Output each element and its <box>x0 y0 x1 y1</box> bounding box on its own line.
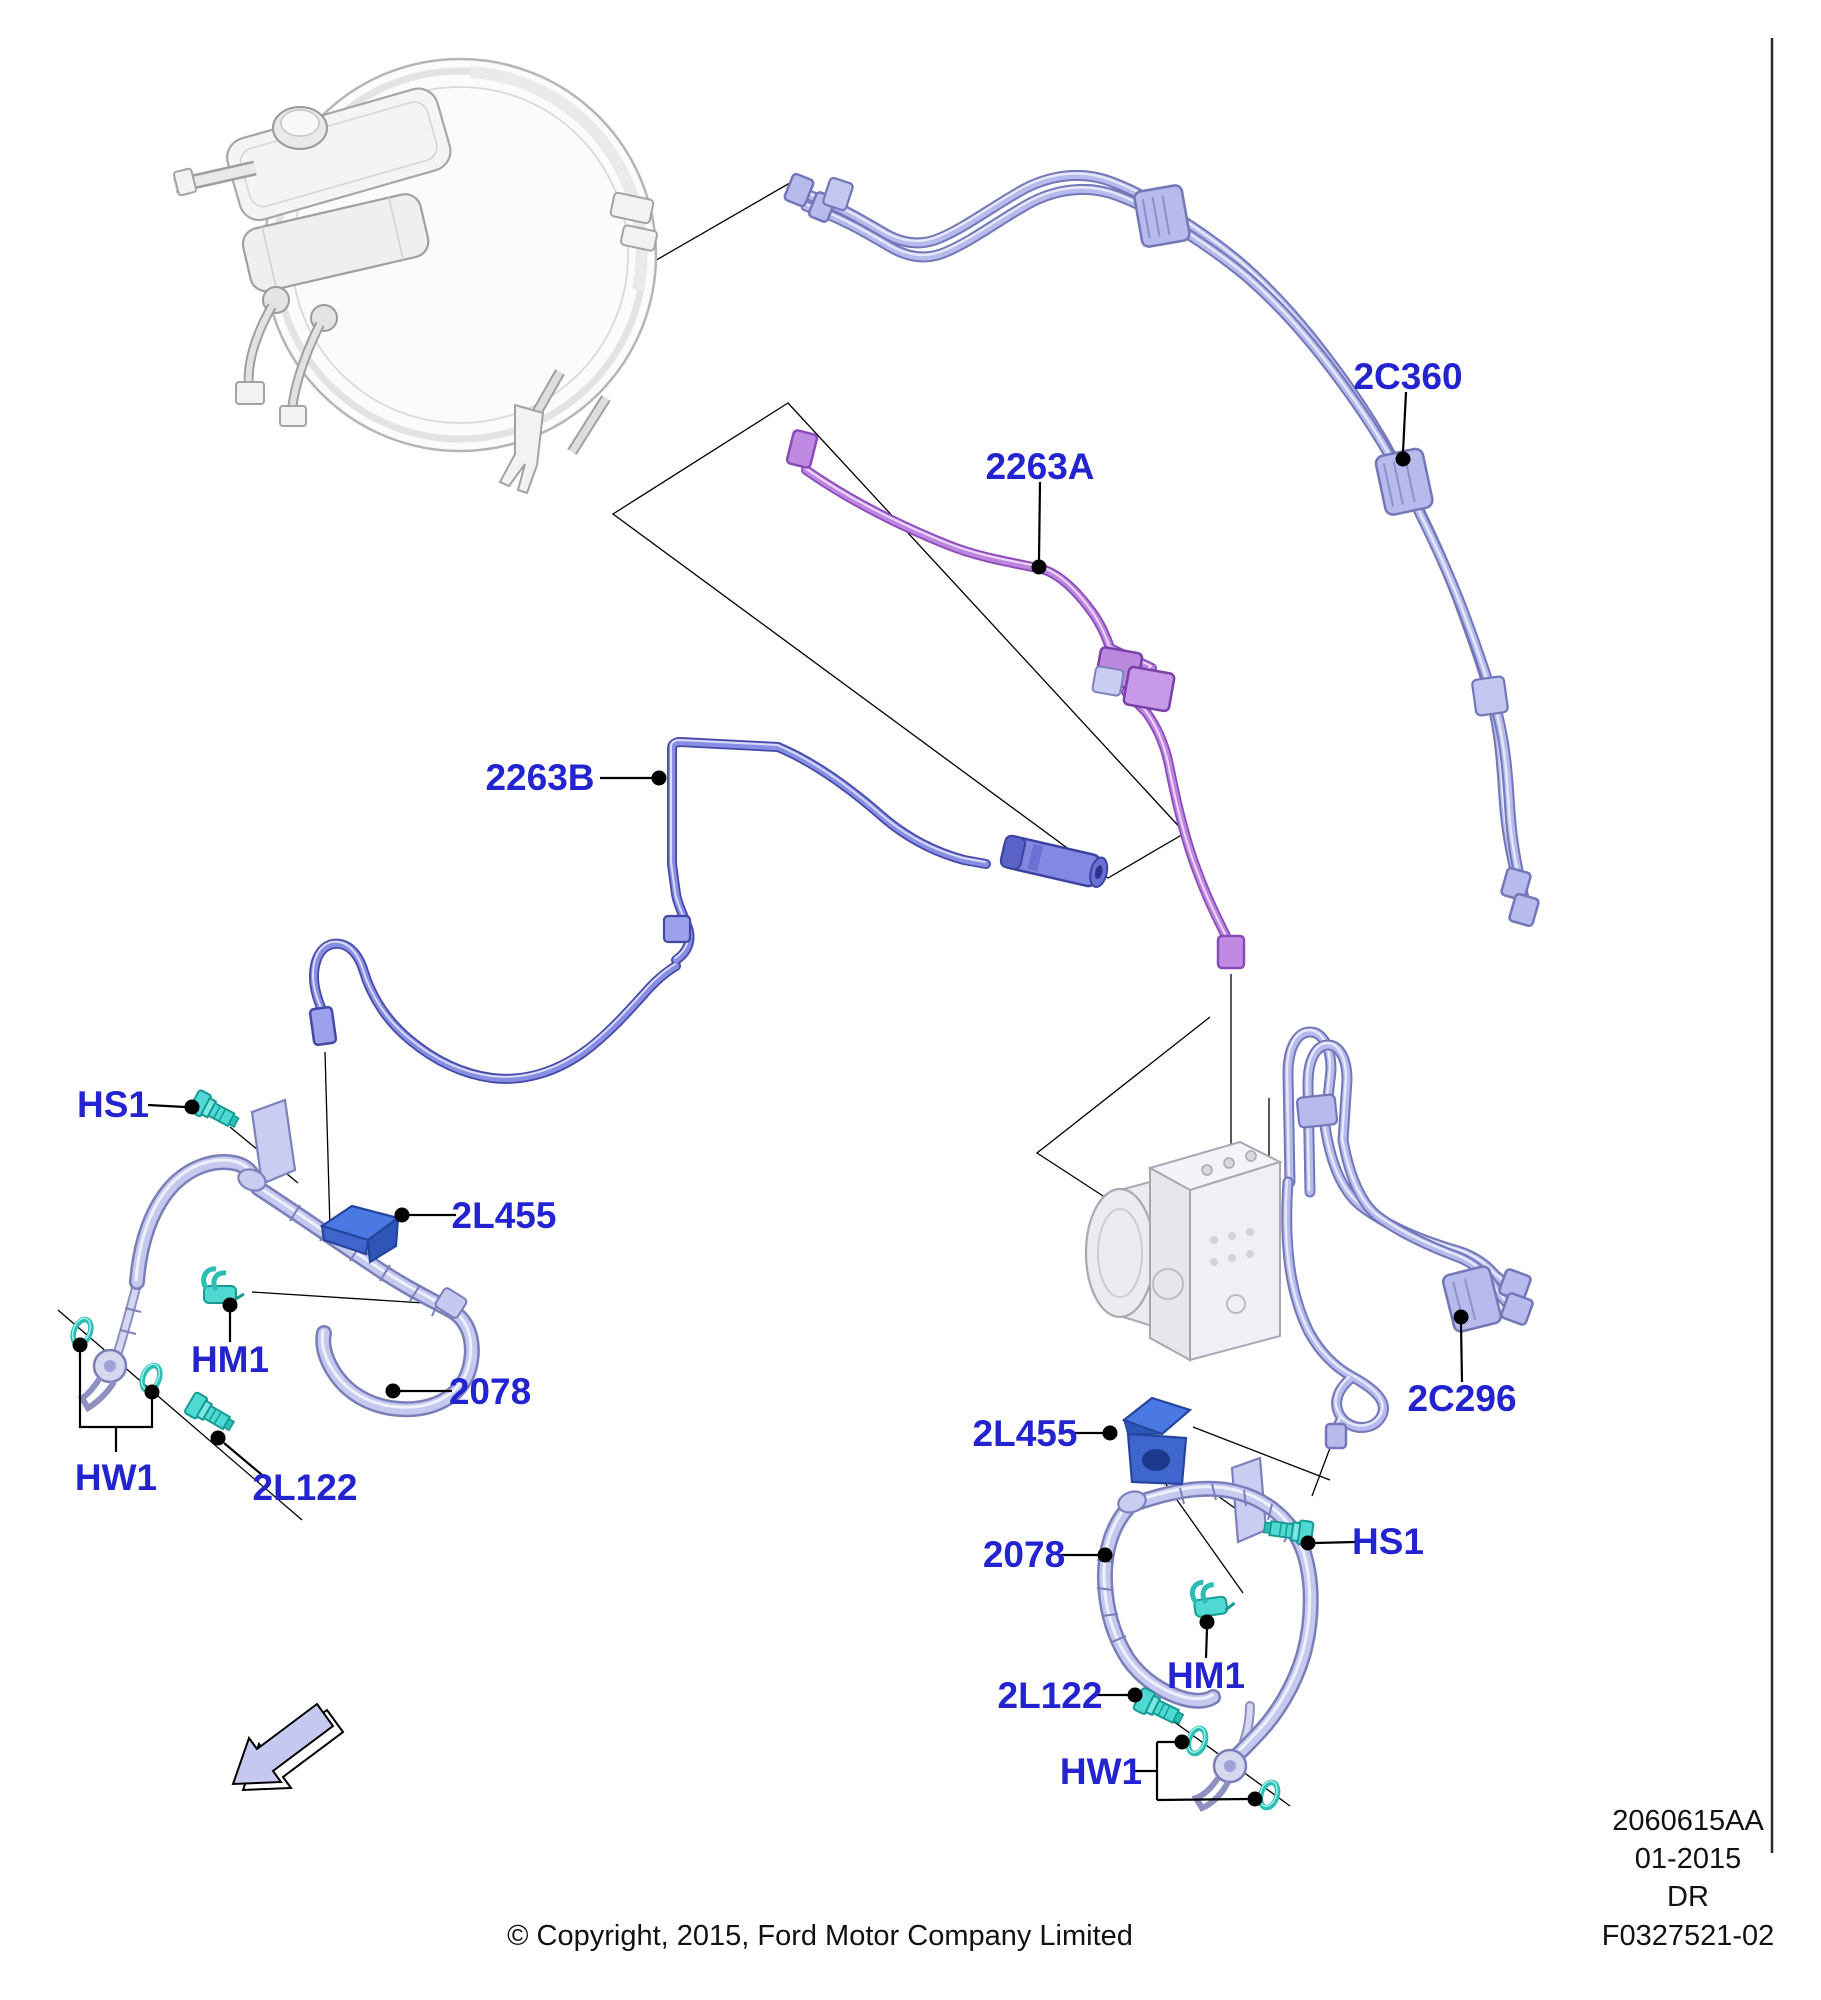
callout-hs1-left: HS1 <box>77 1084 149 1125</box>
leader-hs1-left <box>147 1103 186 1109</box>
dot-2c360 <box>1395 451 1411 467</box>
callout-2l122-right: 2L122 <box>998 1675 1103 1716</box>
leader-2263a <box>1037 481 1042 561</box>
callout-2263b: 2263B <box>485 757 594 798</box>
drawing-date: 01-2015 <box>1635 1843 1741 1875</box>
union-2c360 <box>1374 447 1434 516</box>
reference-lines <box>57 179 1334 1807</box>
tube-2263a-connector <box>1091 646 1176 713</box>
dot-hs1-left <box>184 1099 200 1115</box>
brake-hose-right-2078 <box>1096 1456 1311 1812</box>
pipe-end-fitting <box>1508 892 1540 928</box>
pipe-clip <box>822 176 854 212</box>
dot-2l455-right <box>1102 1425 1118 1441</box>
reservoir-port-fitting <box>173 167 197 197</box>
drawing-revision: DR <box>1667 1881 1709 1913</box>
tube-2263a-end-fitting <box>1216 934 1246 970</box>
reference-line <box>611 402 1187 879</box>
dot-hm1-left <box>222 1297 238 1313</box>
pipe-clip <box>662 914 692 944</box>
pipe-end-fitting <box>1500 1292 1534 1326</box>
pipe-clip <box>1133 184 1191 248</box>
reference-line <box>324 1051 331 1229</box>
callout-2l455-right: 2L455 <box>973 1413 1078 1454</box>
pipe-clip <box>1295 1093 1339 1129</box>
callout-hw1-left: HW1 <box>75 1457 157 1498</box>
dot-hs1-right <box>1300 1535 1316 1551</box>
tube-2263b <box>308 740 1109 1079</box>
dot-2l122-left <box>210 1430 226 1446</box>
clip-hm1-right <box>1191 1578 1236 1617</box>
hose-grommet <box>1117 1490 1147 1514</box>
bracket-hw1-left <box>72 1337 160 1452</box>
callout-2c296: 2C296 <box>1407 1378 1516 1419</box>
booster-studs <box>498 369 611 495</box>
brake-hose-left-2078 <box>77 1098 472 1413</box>
callout-2c360: 2C360 <box>1353 356 1462 397</box>
brake-pipes-2c296 <box>1286 1030 1534 1450</box>
tube-2263a <box>785 429 1246 970</box>
reference-line <box>1192 1426 1331 1481</box>
leader-hm1-right <box>1204 1628 1209 1659</box>
dot-2l122-right <box>1127 1687 1143 1703</box>
pushrod-clevis <box>498 403 545 495</box>
title-block: 2060615AA 01-2015 DR F0327521-02 <box>1602 1805 1775 1952</box>
booster-bracket-tab <box>609 191 655 225</box>
master-cylinder <box>173 87 452 427</box>
pipe-end-fitting <box>1324 1422 1348 1450</box>
bracket-hw1-right <box>1135 1734 1263 1807</box>
brake-pipes-2c360 <box>783 172 1540 928</box>
bracket-2l455-right <box>1121 1396 1193 1486</box>
copyright-notice: © Copyright, 2015, Ford Motor Company Li… <box>507 1920 1133 1952</box>
pipe-clip <box>1471 675 1509 717</box>
bolt-2l122-left <box>183 1390 239 1438</box>
figure-number: F0327521-02 <box>1602 1920 1775 1952</box>
tube-2263a-top-fitting <box>785 429 819 469</box>
hose-collar <box>434 1287 468 1319</box>
callout-hm1-right: HM1 <box>1167 1655 1245 1696</box>
outlet-connector <box>235 381 265 405</box>
fluid-reservoir <box>226 87 452 222</box>
dot-2078-left <box>385 1383 401 1399</box>
reference-line <box>1311 1439 1334 1497</box>
callout-2078-left: 2078 <box>449 1371 531 1412</box>
leader-2c296 <box>1459 1323 1464 1383</box>
direction-arrow-down-left-icon <box>231 1702 345 1792</box>
callout-hs1-right: HS1 <box>1352 1521 1424 1562</box>
dot-2263a <box>1031 559 1047 575</box>
leader-hs1-right <box>1314 1540 1356 1545</box>
callout-hw1-right: HW1 <box>1060 1751 1142 1792</box>
callout-2l455-left: 2L455 <box>452 1195 557 1236</box>
pipe-end-fitting <box>783 172 815 208</box>
hose-bracket-tab <box>250 1098 297 1186</box>
callout-2263a: 2263A <box>985 446 1094 487</box>
banjo-hook <box>1191 1776 1231 1812</box>
booster-bracket-tab <box>620 224 658 252</box>
dot-2c296 <box>1453 1309 1469 1325</box>
master-cylinder-body <box>241 193 430 293</box>
leader-2c360 <box>1401 391 1408 453</box>
clip-hm1-left <box>204 1269 244 1303</box>
callout-2078-right: 2078 <box>983 1534 1065 1575</box>
leader-2l122-left <box>223 1442 269 1481</box>
dot-2263b <box>651 770 667 786</box>
callouts: 2C360 2263A 2263B HS1 2L455 HM1 2078 HW1… <box>72 356 1517 1807</box>
dot-hm1-right <box>1199 1614 1215 1630</box>
outlet-connector <box>279 405 307 427</box>
pipe-end-fitting <box>1500 866 1532 902</box>
callout-2l122-left: 2L122 <box>253 1467 358 1508</box>
dot-2l455-left <box>394 1207 410 1223</box>
connector-2263b <box>999 834 1109 888</box>
banjo-hook <box>77 1376 117 1413</box>
callout-hm1-left: HM1 <box>191 1339 269 1380</box>
hose-grommet <box>237 1168 267 1192</box>
drawing-number: 2060615AA <box>1612 1805 1764 1837</box>
tube-2263b-left-fitting <box>308 1005 338 1047</box>
dot-2078-right <box>1097 1547 1113 1563</box>
reference-line <box>57 1309 303 1521</box>
